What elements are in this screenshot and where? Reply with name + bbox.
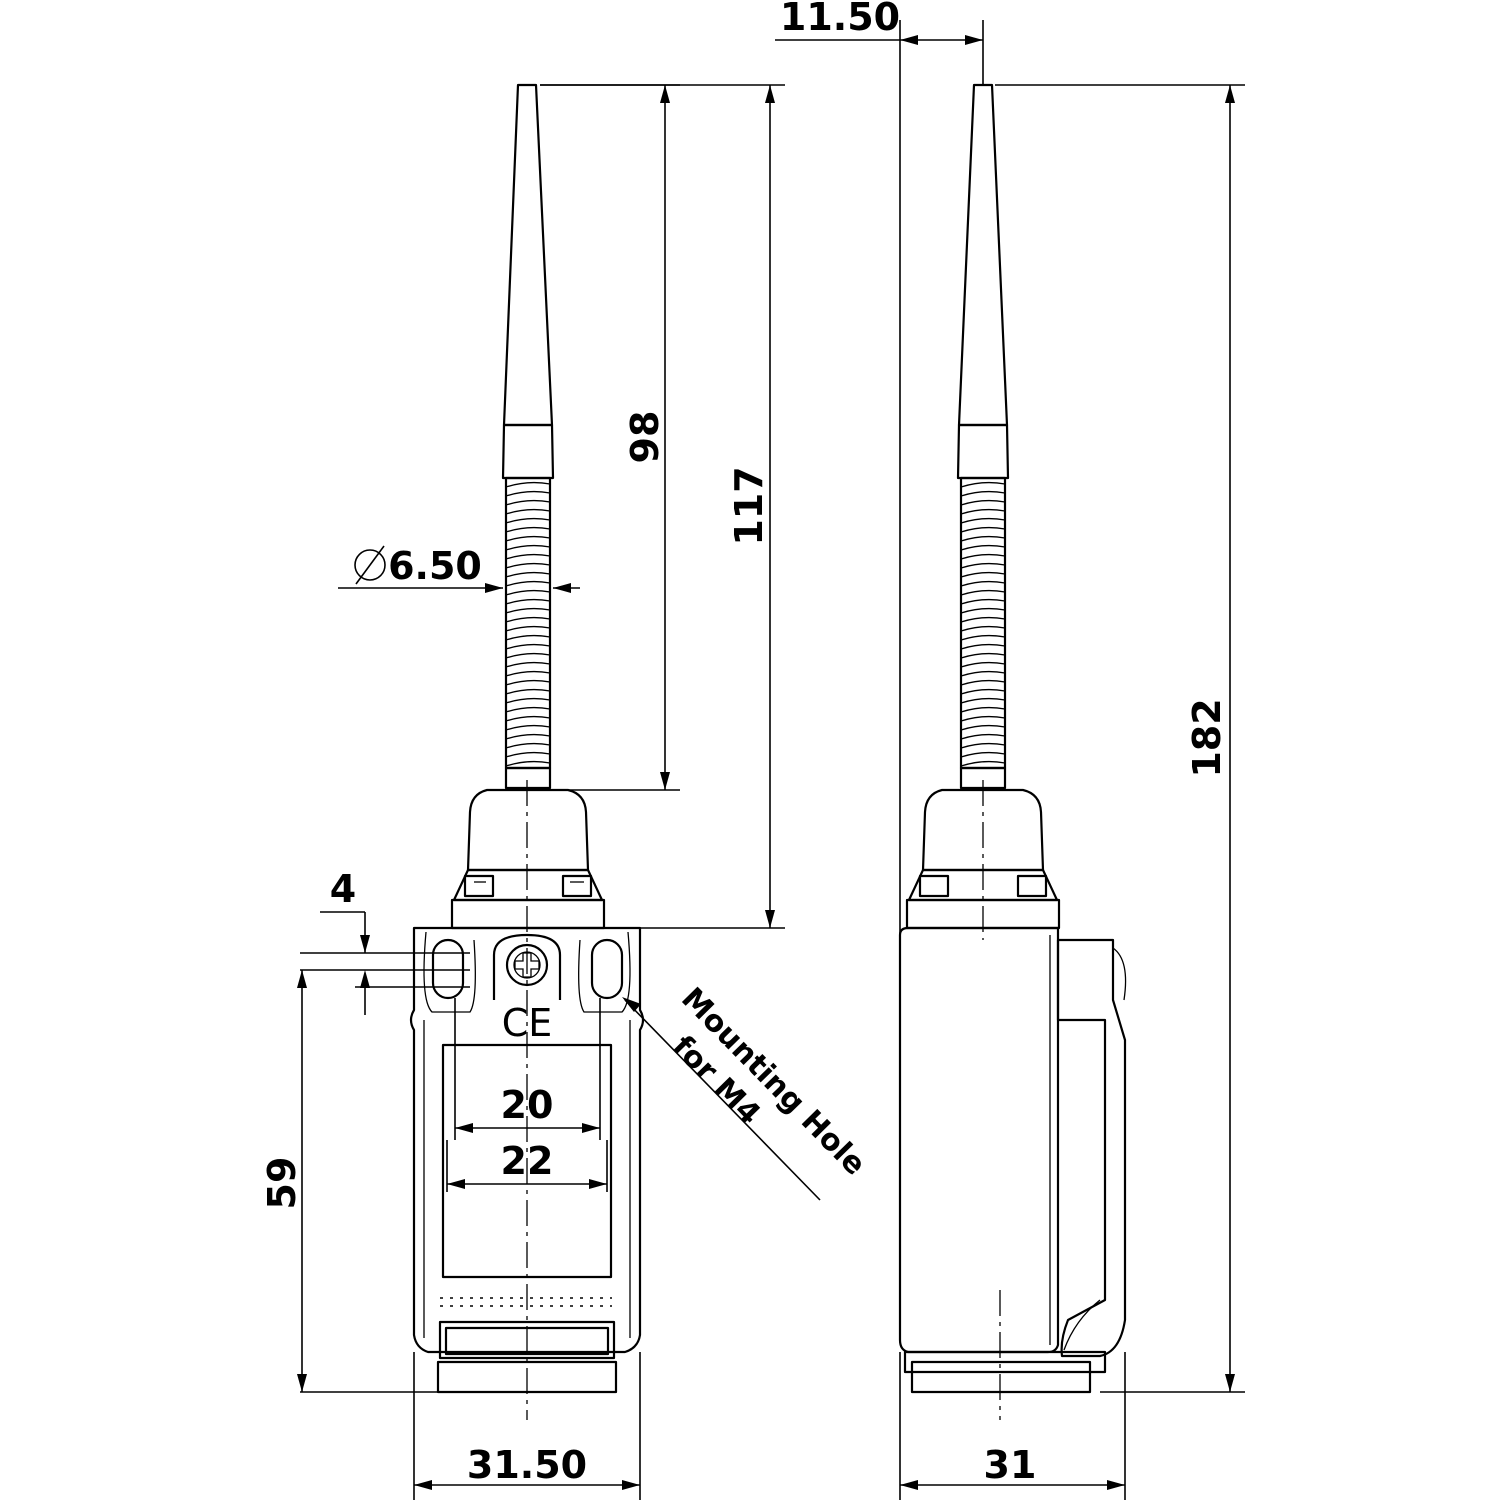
dim-outer-width: 22 <box>501 1139 554 1183</box>
dimensions: 11.50 98 117 182 6.50 <box>260 0 1245 1500</box>
spring-coil <box>960 688 1006 695</box>
front-rod-sleeve <box>501 423 555 480</box>
spring-coil <box>505 616 551 623</box>
spring-coil <box>960 616 1006 623</box>
dim-actuator-height: 117 <box>727 466 771 545</box>
spring-coil <box>505 526 551 533</box>
spring-coil <box>505 715 551 722</box>
spring-coil <box>505 535 551 542</box>
front-body <box>409 926 645 1354</box>
spring-coil <box>505 553 551 560</box>
dim-rod-length: 98 <box>623 411 667 464</box>
spring-coil <box>505 508 551 515</box>
spring-coil <box>960 670 1006 677</box>
front-actuator-head <box>466 788 590 872</box>
mounting-hole-right <box>590 938 624 1000</box>
spring-coil <box>505 733 551 740</box>
spring-coil <box>505 571 551 578</box>
front-bottom-thread <box>436 1360 618 1394</box>
spring-coil <box>505 697 551 704</box>
spring-coil <box>960 715 1006 722</box>
spring-coil <box>960 625 1006 632</box>
spring-coil <box>505 688 551 695</box>
spring-coil <box>960 607 1006 614</box>
spring-coil <box>960 553 1006 560</box>
spring-coil <box>960 490 1006 497</box>
side-view <box>898 83 1127 1420</box>
spring-coil <box>960 661 1006 668</box>
mounting-hole-left <box>431 938 465 1000</box>
spring-coil <box>960 481 1006 488</box>
dim-offset-top: 11.50 <box>780 0 900 39</box>
spring-coil <box>505 562 551 569</box>
spring-coil <box>505 661 551 668</box>
spring-coil <box>960 499 1006 506</box>
spring-coil <box>960 589 1006 596</box>
dim-rod-diameter: 6.50 <box>354 544 482 588</box>
dim-hole-spacing: 4 <box>330 867 356 911</box>
side-rod-sleeve <box>956 423 1010 480</box>
spring-coil <box>960 535 1006 542</box>
spring-coil <box>960 733 1006 740</box>
side-bottom-thread <box>910 1360 1092 1394</box>
dim-front-width: 31.50 <box>467 1443 587 1487</box>
spring-coil <box>960 580 1006 587</box>
spring-coil <box>505 580 551 587</box>
spring-coil <box>505 760 551 767</box>
spring-coil <box>960 544 1006 551</box>
cover-screw <box>505 943 549 987</box>
side-cover-hinge <box>1056 938 1127 1358</box>
side-spring-coils <box>960 481 1006 767</box>
spring-coil <box>505 481 551 488</box>
front-view: CE <box>409 83 645 1420</box>
spring-coil <box>505 706 551 713</box>
spring-coil <box>960 679 1006 686</box>
spring-coil <box>960 697 1006 704</box>
spring-coil <box>505 517 551 524</box>
spring-coil <box>505 607 551 614</box>
side-rod-tip <box>957 83 1009 427</box>
mounting-hole-callout: Mounting Hole for M4 <box>665 981 872 1182</box>
spring-coil <box>960 598 1006 605</box>
dim-hole-height: 59 <box>260 1157 304 1210</box>
front-actuator-collar <box>450 898 606 930</box>
dim-inner-width: 20 <box>501 1083 554 1127</box>
spring-coil <box>505 544 551 551</box>
spring-coil <box>505 643 551 650</box>
spring-coil <box>960 634 1006 641</box>
spring-coil <box>505 490 551 497</box>
front-spring-coils <box>505 481 551 767</box>
spring-coil <box>960 562 1006 569</box>
spring-coil <box>960 706 1006 713</box>
front-rod-tip <box>502 83 554 427</box>
spring-coil <box>960 571 1006 578</box>
spring-coil <box>960 643 1006 650</box>
svg-text:6.50: 6.50 <box>388 544 482 588</box>
spring-coil <box>960 508 1006 515</box>
spring-coil <box>505 679 551 686</box>
spring-coil <box>505 652 551 659</box>
spring-coil <box>505 499 551 506</box>
spring-coil <box>960 652 1006 659</box>
spring-coil <box>505 742 551 749</box>
spring-coil <box>960 526 1006 533</box>
spring-coil <box>960 751 1006 758</box>
spring-coil <box>505 589 551 596</box>
side-bottom-cap <box>903 1350 1107 1374</box>
spring-coil <box>960 742 1006 749</box>
spring-coil <box>505 625 551 632</box>
spring-coil <box>960 724 1006 731</box>
screw-boss <box>492 933 562 1000</box>
spring-coil <box>505 724 551 731</box>
spring-coil <box>505 751 551 758</box>
spring-coil <box>960 760 1006 767</box>
spring-coil <box>505 634 551 641</box>
spring-coil <box>505 598 551 605</box>
spring-coil <box>960 517 1006 524</box>
spring-coil <box>505 670 551 677</box>
dim-overall-height: 182 <box>1185 698 1229 777</box>
side-body <box>898 926 1060 1354</box>
dim-side-width: 31 <box>984 1443 1037 1487</box>
